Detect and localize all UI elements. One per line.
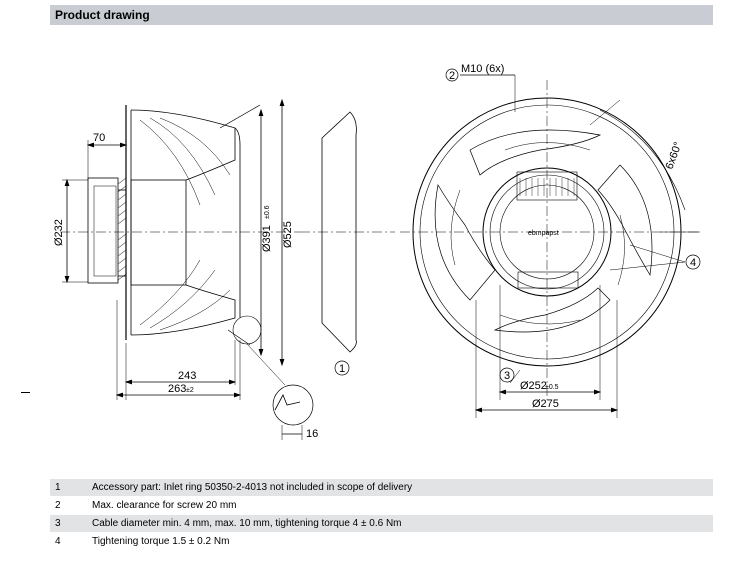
note-number: 3: [55, 518, 61, 529]
note-row: 2 Max. clearance for screw 20 mm: [50, 497, 713, 515]
margin-mark: [21, 392, 30, 393]
callout-2: 2: [449, 70, 455, 82]
dim-243: 243: [178, 370, 196, 382]
dim-d275: Ø275: [532, 398, 559, 410]
note-row: 1 Accessory part: Inlet ring 50350-2-401…: [50, 479, 713, 497]
note-row: 4 Tightening torque 1.5 ± 0.2 Nm: [50, 533, 713, 551]
callout-3: 3: [504, 370, 510, 382]
side-view: [60, 98, 314, 440]
dim-d525: Ø525: [282, 221, 294, 248]
dim-d391: Ø391: [261, 225, 273, 252]
dim-263-tolerance: ±2: [186, 387, 194, 394]
inlet-ring: [300, 111, 395, 353]
note-number: 4: [55, 536, 61, 547]
dim-70: 70: [93, 132, 105, 144]
callout-1: 1: [339, 363, 345, 375]
dim-16: 16: [306, 428, 318, 440]
note-text: Tightening torque 1.5 ± 0.2 Nm: [92, 536, 230, 547]
dim-263: 263: [168, 383, 186, 395]
callout-4-circle: [685, 254, 701, 270]
dim-d252: Ø252: [520, 380, 547, 392]
dim-d252-tolerance: ±0.5: [545, 384, 559, 391]
note-number: 2: [55, 500, 61, 511]
section-header: Product drawing: [50, 5, 713, 25]
note-text: Max. clearance for screw 20 mm: [92, 500, 237, 511]
notes-table: 1 Accessory part: Inlet ring 50350-2-401…: [50, 479, 713, 551]
note-number: 1: [55, 482, 61, 493]
technical-drawing: 70 Ø232 Ø391 ±0.6 Ø525 243 263 ±2 16 M10…: [53, 63, 701, 440]
note-text: Cable diameter min. 4 mm, max. 10 mm, ti…: [92, 518, 402, 529]
brand-logo-text: ebmpapst: [528, 230, 559, 237]
dim-d391-tolerance: ±0.6: [264, 205, 271, 219]
section-title: Product drawing: [55, 8, 150, 22]
callout-2-circle: [445, 68, 459, 82]
dim-m10: M10 (6x): [461, 63, 504, 75]
note-text: Accessory part: Inlet ring 50350-2-4013 …: [92, 482, 413, 493]
callout-4: 4: [690, 257, 696, 269]
dim-d232: Ø232: [53, 219, 65, 246]
callout-3-circle: [499, 367, 515, 383]
front-view: [400, 74, 700, 418]
callout-1-circle: [334, 360, 350, 376]
dim-6x60: 6x60°: [664, 140, 685, 171]
note-row: 3 Cable diameter min. 4 mm, max. 10 mm, …: [50, 515, 713, 533]
